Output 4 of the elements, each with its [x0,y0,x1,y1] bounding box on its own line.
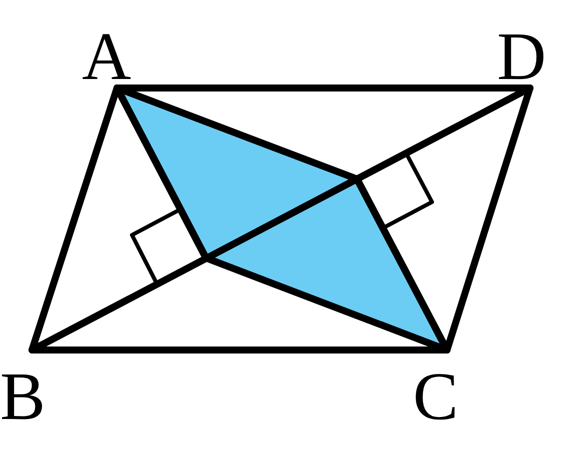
point-label: D [497,22,546,90]
point-label: A [82,22,132,90]
point-label: B [0,362,46,430]
point-label: C [413,362,458,430]
